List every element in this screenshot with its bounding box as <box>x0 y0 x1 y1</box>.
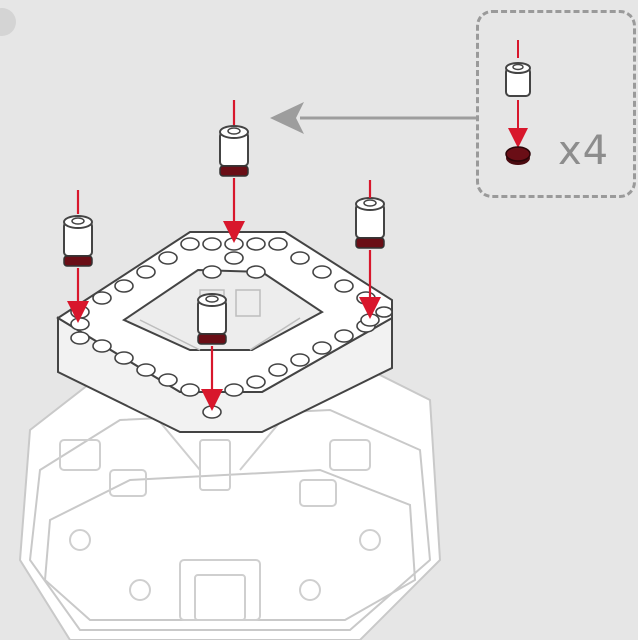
parts-callout-box <box>476 10 636 198</box>
round-brick-part <box>197 293 227 345</box>
callout-parts <box>505 40 531 165</box>
round-brick-part <box>63 215 93 267</box>
round-brick-part <box>355 197 385 249</box>
round-brick-part <box>219 125 249 177</box>
quantity-label: x4 <box>558 128 610 174</box>
white-round-1x1-brick-icon <box>505 62 531 97</box>
placement-arrows <box>67 100 381 411</box>
corner-mark <box>0 8 16 36</box>
callout-pointer-arrow <box>270 102 476 134</box>
dark-red-round-1x1-plate-icon <box>505 146 531 165</box>
